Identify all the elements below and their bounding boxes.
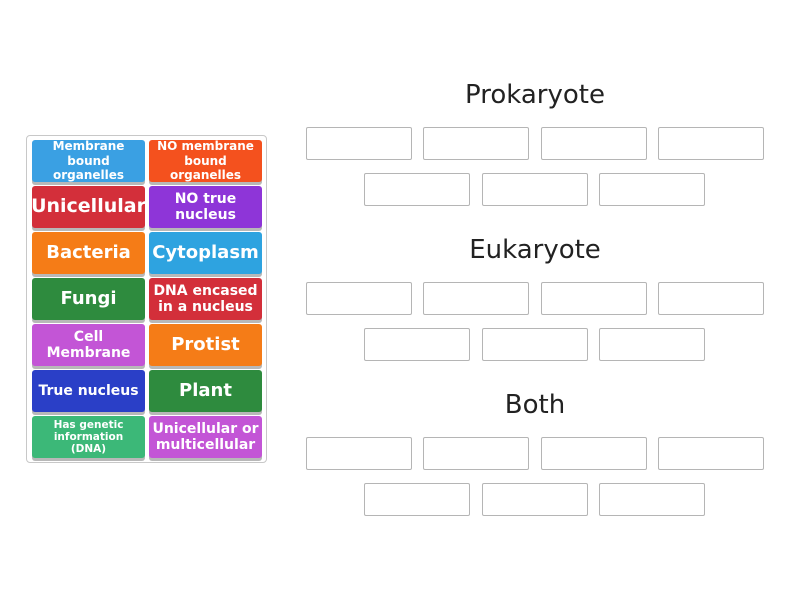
group-title-prokaryote: Prokaryote [465,80,605,110]
tile-dna-encased-in-nucleus[interactable]: DNA encased in a nucleus [149,278,262,320]
drop-slot-prokaryote[interactable] [658,127,764,160]
tile-no-membrane-bound-organelles[interactable]: NO membrane bound organelles [149,140,262,182]
drop-slot-prokaryote[interactable] [599,173,705,206]
drop-slot-prokaryote[interactable] [482,173,588,206]
tile-bank: Membrane bound organelles NO membrane bo… [26,135,267,463]
tile-membrane-bound-organelles[interactable]: Membrane bound organelles [32,140,145,182]
drop-slot-both[interactable] [306,437,412,470]
drop-slot-both[interactable] [423,437,529,470]
tile-true-nucleus[interactable]: True nucleus [32,370,145,412]
tile-has-genetic-information[interactable]: Has genetic information (DNA) [32,416,145,458]
tile-unicellular[interactable]: Unicellular [32,186,145,228]
drop-slot-both[interactable] [658,437,764,470]
drop-slot-eukaryote[interactable] [423,282,529,315]
drop-slot-prokaryote[interactable] [306,127,412,160]
group-title-eukaryote: Eukaryote [469,235,601,265]
tile-fungi[interactable]: Fungi [32,278,145,320]
drop-slot-prokaryote[interactable] [541,127,647,160]
drop-slot-both[interactable] [482,483,588,516]
tile-protist[interactable]: Protist [149,324,262,366]
drop-slot-eukaryote[interactable] [364,328,470,361]
tile-no-true-nucleus[interactable]: NO true nucleus [149,186,262,228]
drop-slot-eukaryote[interactable] [658,282,764,315]
drop-slot-eukaryote[interactable] [541,282,647,315]
drop-slot-eukaryote[interactable] [306,282,412,315]
drop-slot-eukaryote[interactable] [599,328,705,361]
tile-bacteria[interactable]: Bacteria [32,232,145,274]
tile-plant[interactable]: Plant [149,370,262,412]
tile-cytoplasm[interactable]: Cytoplasm [149,232,262,274]
tile-cell-membrane[interactable]: Cell Membrane [32,324,145,366]
drop-slot-prokaryote[interactable] [423,127,529,160]
drop-slot-eukaryote[interactable] [482,328,588,361]
tile-unicellular-or-multicellular[interactable]: Unicellular or multicellular [149,416,262,458]
drop-slot-both[interactable] [364,483,470,516]
group-title-both: Both [504,390,566,420]
drop-slot-prokaryote[interactable] [364,173,470,206]
drop-slot-both[interactable] [541,437,647,470]
drop-slot-both[interactable] [599,483,705,516]
